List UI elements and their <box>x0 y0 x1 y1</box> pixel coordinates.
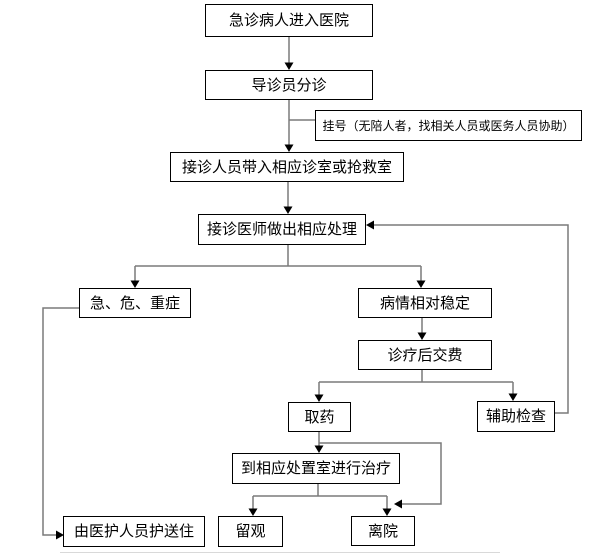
node-aux-exam: 辅助检查 <box>477 401 555 432</box>
node-stable: 病情相对稳定 <box>358 288 492 318</box>
edge-medicine-leave-bypass <box>319 442 442 505</box>
edge-doctor-branch <box>134 245 422 281</box>
edge-critical-escort <box>42 307 79 536</box>
node-bring-in: 接诊人员带入相应诊室或抢救室 <box>170 152 404 182</box>
edge-room-branch <box>252 484 388 509</box>
node-triage: 导诊员分诊 <box>205 70 373 100</box>
node-enter-hospital: 急诊病人进入医院 <box>205 4 373 37</box>
node-escort: 由医护人员护送住 <box>63 516 205 547</box>
edge-pay-branch <box>318 370 514 395</box>
node-treatment-room: 到相应处置室进行治疗 <box>232 453 400 484</box>
edge-aux-doctor-feedback <box>374 224 569 414</box>
node-get-medicine: 取药 <box>288 402 351 432</box>
node-leave: 离院 <box>351 516 415 546</box>
node-critical: 急、危、重症 <box>79 288 191 318</box>
node-register: 挂号（无陪人者，找相关人员或医务人员协助） <box>315 110 582 141</box>
node-doctor-handling: 接诊医师做出相应处理 <box>198 214 366 245</box>
node-pay: 诊疗后交费 <box>358 340 492 370</box>
node-observe: 留观 <box>218 516 283 547</box>
